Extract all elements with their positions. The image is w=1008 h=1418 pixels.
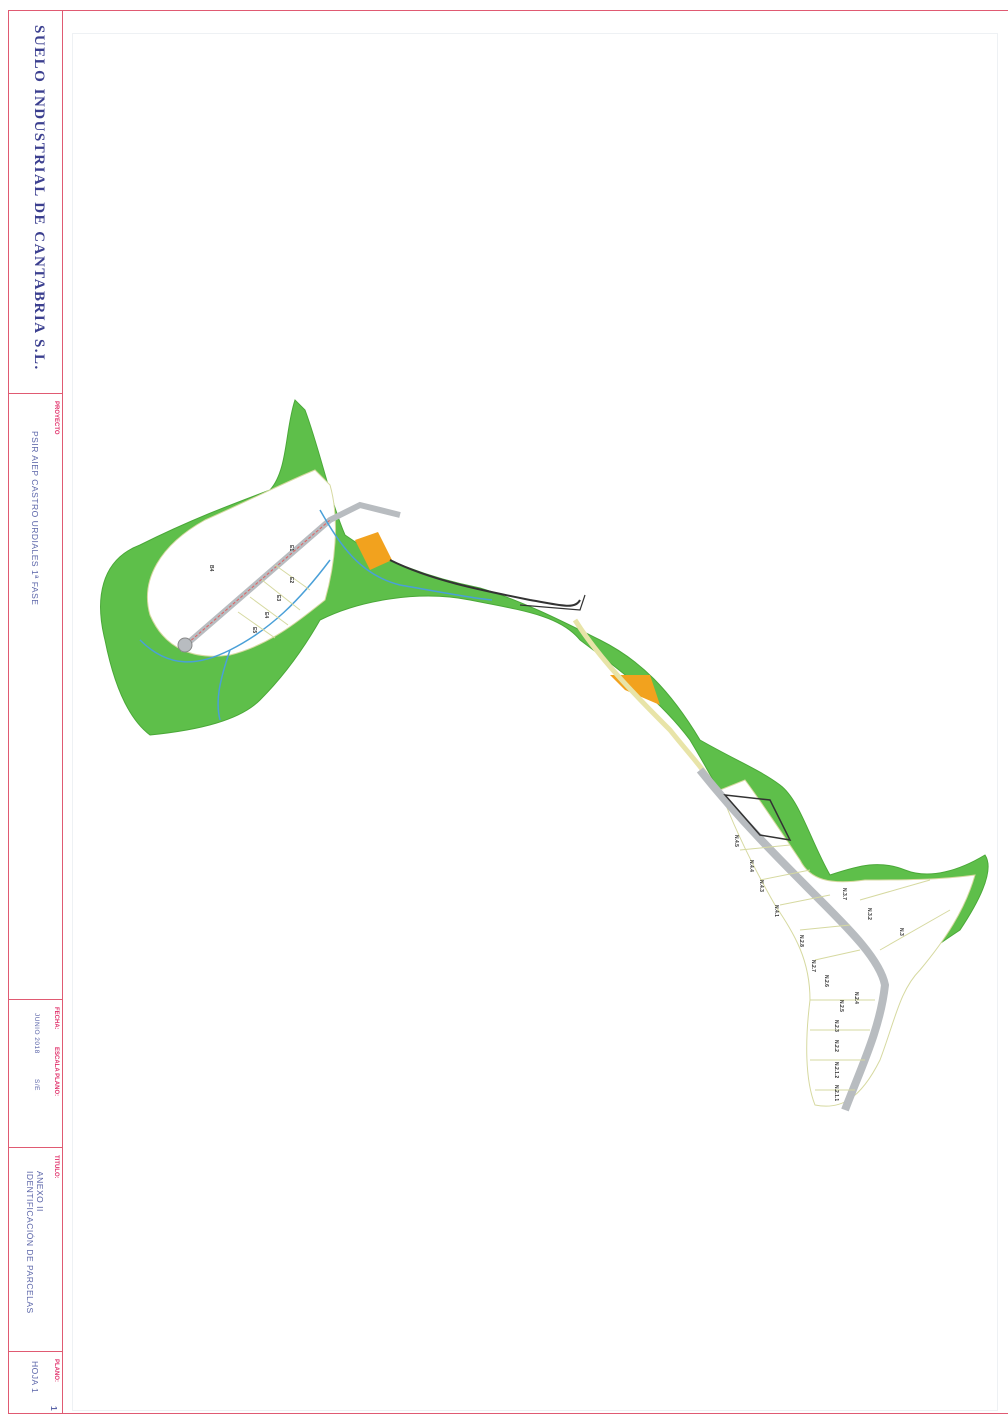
parcel-label: N.3.7	[841, 888, 847, 900]
parcel-label: N.2.5	[838, 1000, 844, 1012]
parcel-label: N.4.5	[733, 835, 739, 847]
access-road-branch	[519, 594, 586, 611]
parcel-dividers-east	[739, 844, 951, 1091]
parcel-label: N.3	[898, 928, 904, 936]
orange-zone-north	[355, 532, 392, 570]
parcel-label: E1	[288, 545, 294, 551]
access-road	[389, 559, 581, 607]
parcel-label: N.4.4	[748, 860, 754, 872]
main-road-east	[696, 767, 890, 1112]
parcel-label: N.2.8	[798, 935, 804, 947]
parcel-label: N.2.3	[833, 1020, 839, 1032]
drawing-area-frame	[72, 33, 998, 1411]
parcel-label: B4	[208, 565, 214, 572]
parcel-area-east	[719, 779, 976, 1107]
main-road-west	[178, 501, 401, 653]
parcel-label: E2	[288, 577, 294, 583]
parcel-label: E5	[251, 627, 257, 633]
parcel-dividers-west	[237, 564, 311, 639]
frame-bottom-line	[62, 1413, 1008, 1414]
roundabout	[177, 637, 193, 653]
parcel-label: N.2.4	[853, 992, 859, 1004]
title-block-divider	[9, 1351, 62, 1352]
parcel-label: N.2.6	[823, 975, 829, 987]
parking-area	[723, 794, 792, 841]
frame-top-line	[62, 10, 1008, 11]
parcel-label: N.2.2	[833, 1040, 839, 1052]
parcel-label: E3	[275, 595, 281, 601]
parcel-label: N.2.7	[810, 960, 816, 972]
parcel-label: N.4.1	[773, 905, 779, 917]
parcel-label: N.4.3	[758, 880, 764, 892]
connector-road	[572, 618, 713, 782]
title-block-divider	[9, 999, 62, 1000]
river	[139, 509, 493, 721]
parcel-label: N.2.1.1	[833, 1085, 839, 1101]
title-block: SUELO INDUSTRIAL DE CANTABRIA S.L. PROYE…	[8, 10, 63, 1414]
title-block-divider	[9, 1147, 62, 1148]
main-road-west-edge	[179, 519, 331, 651]
parcel-label: N.2.1.2	[833, 1062, 839, 1078]
parcel-label: N.3.2	[866, 908, 872, 920]
title-block-divider	[9, 393, 62, 394]
parcel-label: E4	[263, 612, 269, 618]
